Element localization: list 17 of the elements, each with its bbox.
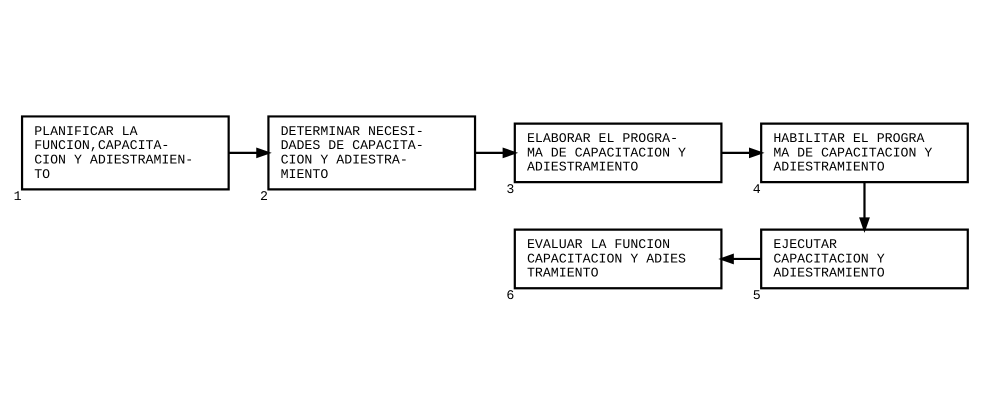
arrow xyxy=(718,254,762,264)
node-box: ELABORAR EL PROGRA- MA DE CAPACITACION Y ADIESTRAMIENTO xyxy=(514,122,722,184)
node-box: HABILITAR EL PROGRA MA DE CAPACITACION Y ADIESTRAMIENTO xyxy=(760,122,969,184)
arrow xyxy=(475,147,518,158)
arrow xyxy=(228,147,272,158)
node-label: 3 xyxy=(506,182,514,197)
node-box: EVALUAR LA FUNCION CAPACITACION Y ADIES TRAMIENTO xyxy=(514,228,722,290)
node-label: 1 xyxy=(14,188,22,204)
node-label: 4 xyxy=(752,182,761,197)
node-box: EJECUTAR CAPACITACION Y ADIESTRAMIENTO xyxy=(760,228,969,290)
node-box: DETERMINAR NECESI- DADES DE CAPACITA- CION Y ADIESTRA- MIENTO xyxy=(267,115,476,190)
node-label: 2 xyxy=(260,188,268,204)
arrow xyxy=(722,147,764,158)
node-label: 6 xyxy=(506,288,514,303)
node-label: 5 xyxy=(752,288,761,303)
arrow xyxy=(859,182,870,233)
node-box: PLANIFICAR LA FUNCION,CAPACITA- CION Y ADIESTRAMIEN- TO xyxy=(20,115,230,190)
